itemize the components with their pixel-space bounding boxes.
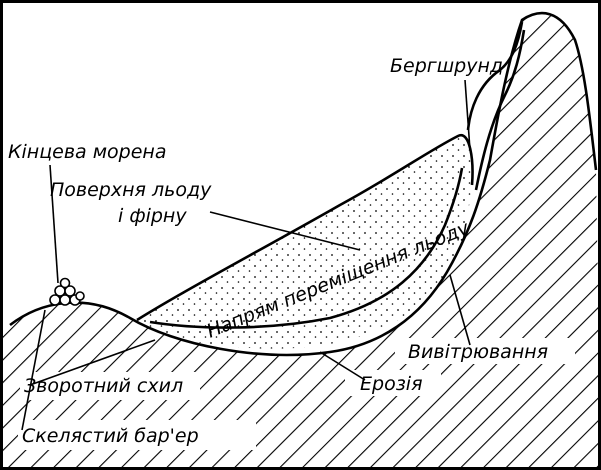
label-rock-barrier: Скелястий бар'ер: [22, 425, 199, 447]
label-terminal-moraine: Кінцева морена: [8, 141, 166, 163]
label-bergschrund: Бергшрунд: [390, 55, 503, 77]
label-reverse-slope: Зворотний схил: [24, 375, 183, 397]
label-ice-surface-2: і фірну: [118, 205, 187, 227]
label-weathering: Вивітрювання: [408, 341, 548, 363]
label-ice-surface-1: Поверхня льоду: [50, 179, 212, 201]
label-erosion: Ерозія: [360, 373, 423, 395]
moraine-boulders: [50, 279, 84, 306]
